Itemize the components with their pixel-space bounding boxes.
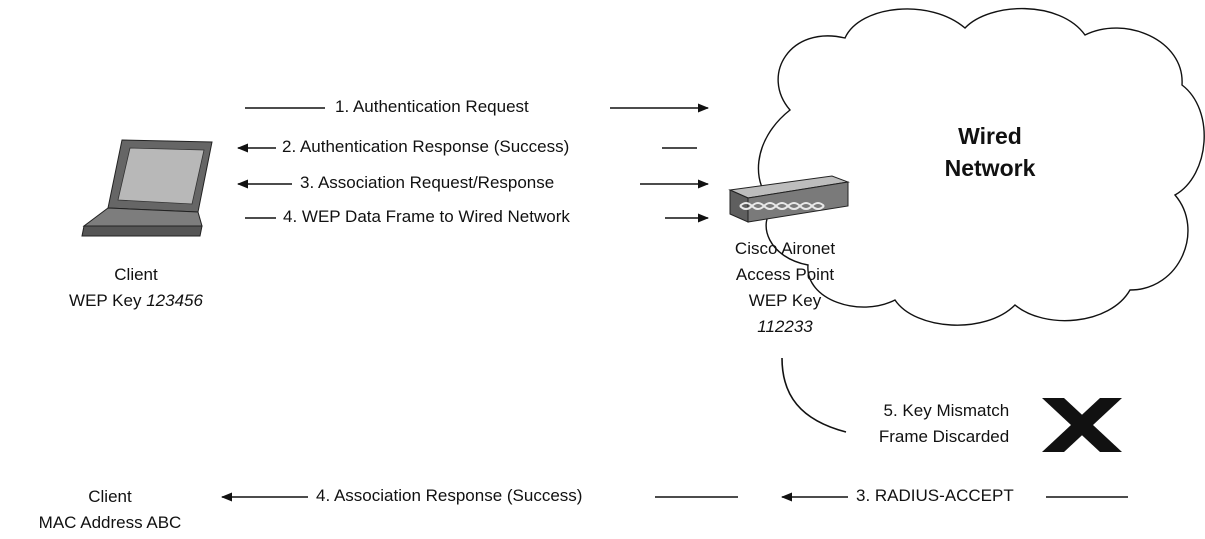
cloud-icon <box>757 7 1205 326</box>
mismatch-connector <box>781 357 847 433</box>
bottom-client-mac: MAC Address ABC <box>38 513 182 532</box>
message-3-label: 3. Association Request/Response <box>300 173 555 192</box>
cloud-line-2: Network <box>944 155 1036 181</box>
access-point-label: Cisco Aironet Access Point WEP Key 11223… <box>735 236 835 340</box>
client-label: Client WEP Key 123456 <box>69 262 203 314</box>
bottom-client-title: Client <box>88 487 132 506</box>
bottom-right-message: 3. RADIUS-ACCEPT <box>856 486 1014 505</box>
message-4-label: 4. WEP Data Frame to Wired Network <box>283 207 570 226</box>
bottom-left-message: 4. Association Response (Success) <box>316 486 583 505</box>
mismatch-label: 5. Key Mismatch Frame Discarded <box>879 398 1009 450</box>
ap-line-3: WEP Key <box>748 291 822 310</box>
mismatch-line-1: 5. Key Mismatch <box>883 401 1010 420</box>
ap-line-2: Access Point <box>735 265 835 284</box>
cloud-line-1: Wired <box>958 123 1022 149</box>
laptop-icon <box>81 139 213 237</box>
ap-line-1: Cisco Aironet <box>734 239 836 258</box>
bottom-client-label: Client MAC Address ABC <box>39 484 182 536</box>
message-1-label: 1. Authentication Request <box>335 97 529 116</box>
ap-key-value: 112233 <box>757 317 813 336</box>
client-key-label: WEP Key <box>69 291 142 310</box>
client-key-value: 123456 <box>146 291 203 310</box>
mismatch-line-2: Frame Discarded <box>878 427 1010 446</box>
message-2-label: 2. Authentication Response (Success) <box>282 137 570 156</box>
client-title: Client <box>114 265 158 284</box>
client-key: WEP Key 123456 <box>69 288 203 314</box>
cloud-label: Wired Network <box>945 120 1036 184</box>
x-mark-icon <box>1042 398 1122 452</box>
access-point-icon <box>728 175 850 223</box>
